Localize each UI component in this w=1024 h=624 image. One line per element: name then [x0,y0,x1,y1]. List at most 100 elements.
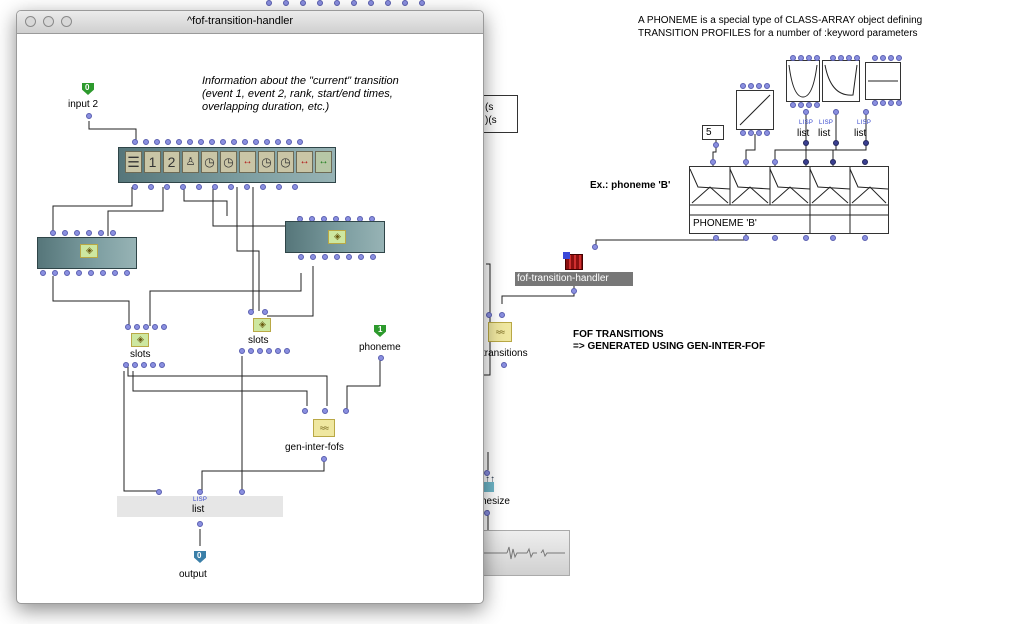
connector-port[interactable] [275,139,281,145]
connector-port[interactable] [62,230,68,236]
connector-port[interactable] [284,348,290,354]
connector-port[interactable] [368,0,374,6]
connector-port[interactable] [888,100,894,106]
class-box-1[interactable]: ◈ [37,237,137,269]
connector-port[interactable] [880,55,886,61]
connector-port[interactable] [838,55,844,61]
connector-port[interactable] [833,109,839,115]
connector-port[interactable] [806,102,812,108]
connector-port[interactable] [262,309,268,315]
connector-port[interactable] [286,139,292,145]
connector-port[interactable] [756,130,762,136]
connector-port[interactable] [317,0,323,6]
connector-port[interactable] [322,408,328,414]
connector-port[interactable] [154,139,160,145]
connector-port[interactable] [266,348,272,354]
connector-port[interactable] [161,324,167,330]
connector-port[interactable] [713,235,719,241]
connector-port[interactable] [803,159,809,165]
connector-port[interactable] [248,309,254,315]
connector-port[interactable] [244,184,250,190]
connector-port[interactable] [124,270,130,276]
connector-port[interactable] [132,139,138,145]
connector-port[interactable] [501,362,507,368]
connector-port[interactable] [798,102,804,108]
connector-port[interactable] [321,456,327,462]
connector-port[interactable] [806,55,812,61]
connector-port[interactable] [358,254,364,260]
connector-port[interactable] [275,348,281,354]
bpf-flat[interactable] [865,62,901,100]
connector-port[interactable] [228,184,234,190]
input-arrow-icon[interactable] [82,83,94,95]
connector-port[interactable] [76,270,82,276]
transition-info-box[interactable]: ☰ 1 2 ♙ ◷ ◷ ↔ ◷ ◷ ↔ ↔ [118,147,336,183]
connector-port[interactable] [143,139,149,145]
connector-port[interactable] [748,130,754,136]
connector-port[interactable] [743,235,749,241]
connector-port[interactable] [143,324,149,330]
connector-port[interactable] [248,348,254,354]
connector-port[interactable] [571,288,577,294]
bpf-curve-1[interactable] [786,60,820,102]
connector-port[interactable] [164,184,170,190]
connector-port[interactable] [134,324,140,330]
connector-port[interactable] [260,184,266,190]
connector-port[interactable] [52,270,58,276]
connector-port[interactable] [854,55,860,61]
slots-2-icon[interactable]: ◈ [253,318,271,332]
connector-port[interactable] [176,139,182,145]
phoneme-arrow-icon[interactable] [374,325,386,337]
connector-port[interactable] [830,55,836,61]
connector-port[interactable] [212,184,218,190]
handler-label-bar[interactable]: fof-transition-handler [515,272,633,286]
class-box-2[interactable]: ◈ [285,221,385,253]
connector-port[interactable] [150,362,156,368]
connector-port[interactable] [772,159,778,165]
zoom-icon[interactable] [61,16,72,27]
bpf-curve-2[interactable] [822,60,860,102]
patch-window[interactable]: ^fof-transition-handler Information abou… [16,10,484,604]
connector-port[interactable] [803,109,809,115]
connector-port[interactable] [302,408,308,414]
connector-port[interactable] [863,140,869,146]
connector-port[interactable] [385,0,391,6]
connector-port[interactable] [125,324,131,330]
connector-port[interactable] [148,184,154,190]
connector-port[interactable] [798,55,804,61]
connector-port[interactable] [402,0,408,6]
connector-port[interactable] [322,254,328,260]
connector-port[interactable] [803,140,809,146]
connector-port[interactable] [264,139,270,145]
window-titlebar[interactable]: ^fof-transition-handler [17,11,483,34]
connector-port[interactable] [764,130,770,136]
connector-port[interactable] [50,230,56,236]
sound-display[interactable] [476,530,570,576]
connector-port[interactable] [743,159,749,165]
connector-port[interactable] [830,159,836,165]
connector-port[interactable] [86,113,92,119]
connector-port[interactable] [772,235,778,241]
connector-port[interactable] [756,83,762,89]
connector-port[interactable] [187,139,193,145]
connector-port[interactable] [343,408,349,414]
connector-port[interactable] [298,254,304,260]
connector-port[interactable] [180,184,186,190]
connector-port[interactable] [592,244,598,250]
connector-port[interactable] [710,159,716,165]
connector-port[interactable] [74,230,80,236]
connector-port[interactable] [64,270,70,276]
connector-port[interactable] [814,102,820,108]
connector-port[interactable] [862,159,868,165]
connector-port[interactable] [888,55,894,61]
connector-port[interactable] [846,55,852,61]
connector-port[interactable] [748,83,754,89]
connector-port[interactable] [40,270,46,276]
bpf-linear[interactable] [736,90,774,130]
gen-inter-fofs-icon[interactable]: ≈≈ [313,419,335,437]
connector-port[interactable] [310,254,316,260]
connector-port[interactable] [86,230,92,236]
synth-icon[interactable] [480,482,494,492]
connector-port[interactable] [209,139,215,145]
connector-port[interactable] [486,312,492,318]
